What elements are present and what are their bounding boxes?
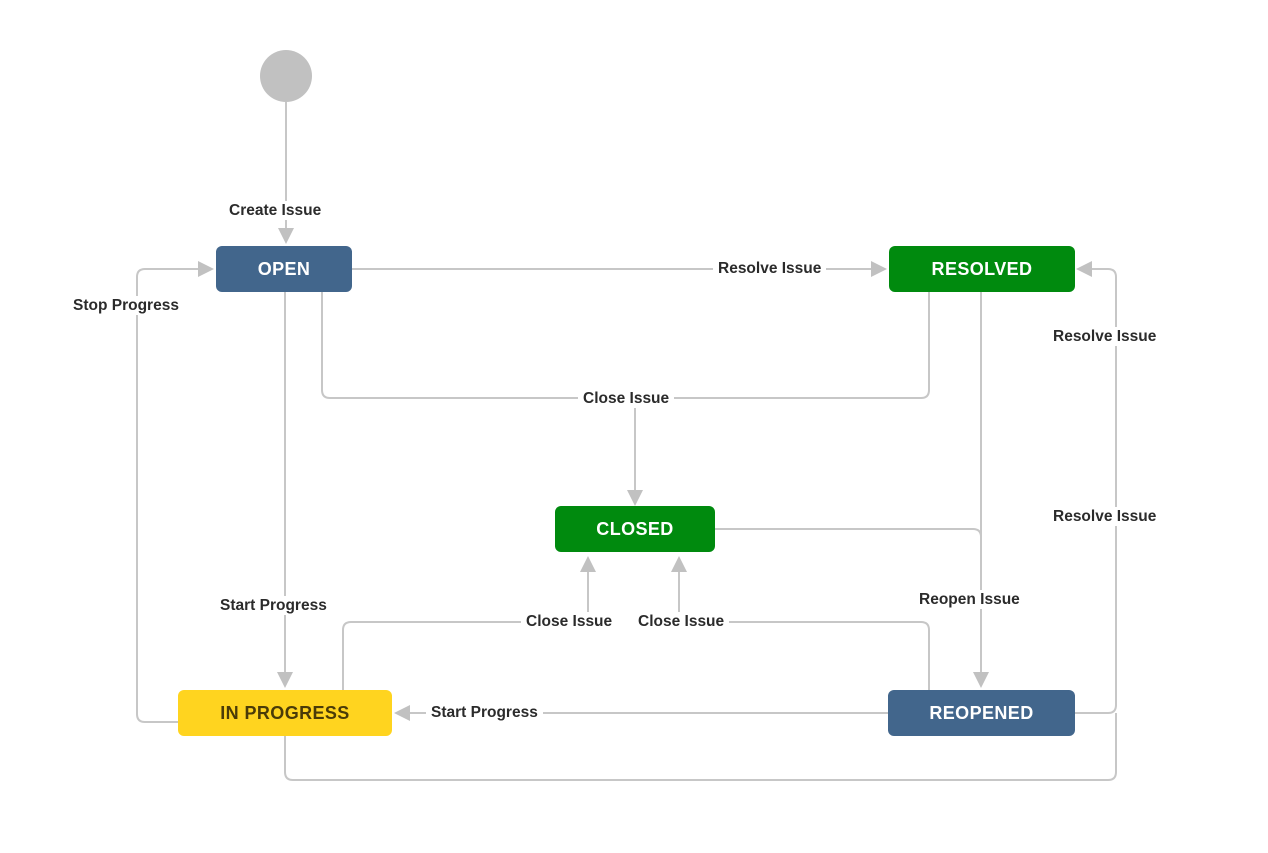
- edge-label-close-issue-mid: Close Issue: [578, 389, 675, 408]
- state-node-in-progress[interactable]: IN PROGRESS: [178, 690, 392, 736]
- state-node-resolved-label: RESOLVED: [931, 259, 1033, 279]
- edge-label-resolve-issue-top: Resolve Issue: [713, 259, 827, 278]
- edge-label-start-progress-horizontal: Start Progress: [426, 703, 543, 722]
- edge-closed-to-reopen-join: [715, 528, 982, 560]
- state-node-closed[interactable]: CLOSED: [555, 506, 715, 552]
- edge-close-issue-open: [321, 292, 635, 399]
- edge-label-resolve-issue-right-lower: Resolve Issue: [1048, 507, 1162, 526]
- edge-start-progress-open: [277, 292, 293, 688]
- edge-label-resolve-issue-right-upper: Resolve Issue: [1048, 327, 1162, 346]
- state-node-resolved[interactable]: RESOLVED: [889, 246, 1075, 292]
- edge-resolve-issue-reopened: [1075, 261, 1117, 714]
- edge-label-close-issue-left: Close Issue: [521, 612, 618, 631]
- state-node-reopened-label: REOPENED: [929, 703, 1034, 723]
- edge-stop-progress: [136, 261, 214, 723]
- start-node: [260, 50, 312, 102]
- edge-close-issue-in-progress: [342, 556, 596, 690]
- edge-label-close-issue-right: Close Issue: [633, 612, 730, 631]
- state-node-in-progress-label: IN PROGRESS: [220, 703, 350, 723]
- state-node-open-label: OPEN: [257, 259, 311, 279]
- edge-label-start-progress-vertical: Start Progress: [215, 596, 332, 615]
- state-node-closed-label: CLOSED: [596, 519, 674, 539]
- state-node-reopened[interactable]: REOPENED: [888, 690, 1075, 736]
- edge-label-create-issue: Create Issue: [224, 201, 327, 220]
- edge-resolve-issue-in-progress: [284, 713, 1117, 781]
- edge-create-issue: [278, 102, 294, 244]
- state-node-open[interactable]: OPEN: [216, 246, 352, 292]
- edge-reopen-issue: [973, 292, 989, 688]
- edge-label-stop-progress: Stop Progress: [68, 296, 184, 315]
- edge-close-issue-resolved: [627, 292, 930, 506]
- edge-label-reopen-issue: Reopen Issue: [914, 590, 1025, 609]
